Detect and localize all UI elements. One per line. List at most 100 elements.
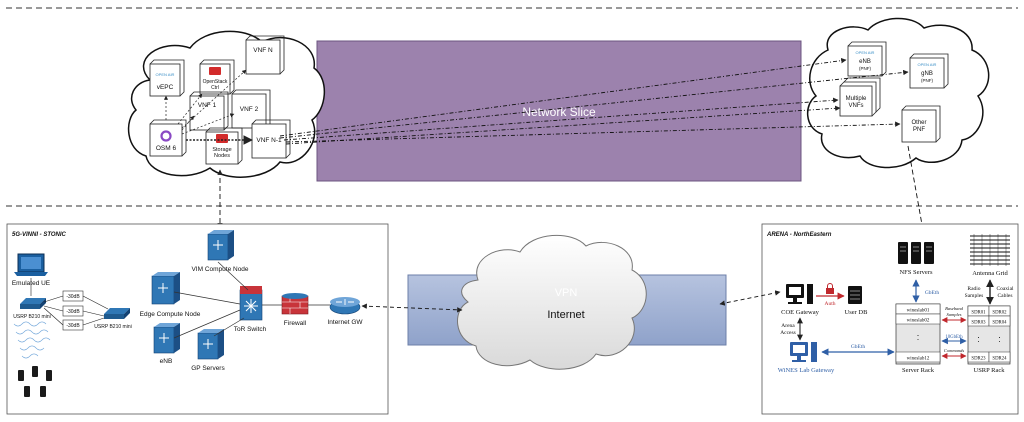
- server-rack-label: Server Rack: [902, 367, 935, 374]
- usrp-rack-label: USRP Rack: [974, 367, 1006, 374]
- firewall-icon: [281, 293, 309, 315]
- vim-compute-label: VIM Compute Node: [191, 266, 248, 273]
- vim-compute-icon: [207, 230, 234, 261]
- multiple-vnfs-label-2: VNFs: [849, 103, 864, 109]
- vepc-logo: OPEN AIR: [156, 72, 175, 77]
- coe-gateway-label: COE Gateway: [781, 309, 819, 316]
- gnb-pnf-label: gNB: [921, 71, 933, 77]
- vnf2-label: VNF 2: [240, 106, 259, 113]
- vnf-n-label: VNF N: [253, 47, 273, 54]
- vnf2-box: [231, 93, 267, 129]
- firewall-label: Firewall: [284, 320, 307, 327]
- vnf-n1-box: [251, 123, 287, 159]
- vnf-n1-label: VNF N-1: [256, 137, 282, 144]
- auth-label: Auth: [825, 301, 836, 307]
- tengbeth-label: 10GbEth: [945, 335, 963, 340]
- antenna-grid-label: Antenna Grid: [972, 270, 1008, 277]
- enb-pnf-sub: (PNF): [859, 66, 871, 71]
- internet-gw-label: Internet GW: [327, 319, 363, 326]
- vnf-n-box: [245, 39, 281, 75]
- vpn-label: VPN: [555, 287, 578, 299]
- vepc-box: [149, 63, 181, 97]
- usrp1-icon: [20, 298, 46, 309]
- stonic-links: [173, 261, 330, 339]
- attenuator-2-label: -30dB: [66, 323, 80, 329]
- enb-pnf-label: eNB: [859, 59, 871, 65]
- sdr-dots-2: :: [998, 334, 1001, 344]
- coaxial-label-1: Coaxial: [996, 286, 1014, 292]
- multiple-vnfs-box: [839, 85, 873, 117]
- storage-icon: [216, 134, 228, 143]
- baseband-label-2: Samples: [947, 312, 962, 317]
- other-pnf-label-1: Other: [911, 120, 926, 126]
- multiple-vnfs-label-1: Multiple: [846, 96, 867, 102]
- rack-row-2: wineslab02: [907, 319, 930, 324]
- rf-links: [30, 278, 109, 326]
- sdr-dots-1: :: [977, 334, 980, 344]
- nfs-servers-label: NFS Servers: [899, 269, 933, 276]
- attenuator-3-label: -30dB: [66, 309, 80, 315]
- top-cloud-links: [163, 69, 253, 145]
- gnb-pnf-box: [909, 57, 945, 89]
- wines-gateway-icon: [790, 342, 817, 362]
- arena-title: ARENA - NorthEastern: [766, 232, 832, 238]
- user-db-label: User DB: [845, 309, 869, 316]
- lock-icon: [826, 283, 834, 294]
- radio-samples-label-2: Samples: [965, 293, 984, 299]
- coaxial-label-2: Cables: [998, 293, 1013, 299]
- rack-row-1: wineslab01: [907, 309, 930, 314]
- usrp1-label: USRP B210 mini: [13, 314, 50, 320]
- internet-label: Internet: [547, 309, 584, 321]
- sdr04: SDR04: [992, 321, 1007, 326]
- osm-box: [149, 123, 183, 157]
- openstack-label-2: Ctrl: [211, 85, 219, 91]
- tor-switch-label: ToR Switch: [234, 326, 267, 333]
- sdr23: SDR23: [971, 357, 986, 362]
- tor-switch-icon: [239, 286, 263, 321]
- emulated-ue-laptop-icon: [14, 253, 48, 276]
- other-pnf-label-2: PNF: [913, 127, 925, 133]
- stonic-title: 5G-VINNI - STONIC: [12, 232, 67, 238]
- baseband-label-1: Baseband: [945, 306, 963, 311]
- usrp2-label: USRP B210 mini: [94, 324, 131, 330]
- vepc-label: vEPC: [157, 84, 174, 91]
- rack-row-3: wineslab12: [907, 357, 930, 362]
- edge-compute-icon: [151, 272, 180, 305]
- enb-pnf-box: [847, 45, 883, 77]
- gbeth-wines-label: GbEth: [851, 344, 866, 350]
- radio-samples-label-1: Radio: [967, 286, 980, 292]
- osm-label: OSM 6: [156, 145, 177, 152]
- right-cloud: [807, 17, 990, 169]
- edge-compute-label: Edge Compute Node: [140, 311, 201, 318]
- enb-label: eNB: [160, 358, 173, 365]
- internet-cloud: [457, 234, 647, 370]
- rack-dots: :: [917, 332, 920, 342]
- sdr02: SDR02: [992, 311, 1007, 316]
- openstack-label-1: OpenStack: [203, 79, 228, 85]
- stonic-panel: [6, 223, 389, 415]
- gp-servers-icon: [197, 329, 224, 360]
- sdr03: SDR03: [971, 321, 986, 326]
- gw-vpn-link: [361, 303, 463, 313]
- phone-icons: [18, 366, 52, 397]
- storage-label-2: Nodes: [214, 153, 230, 159]
- sdr01: SDR01: [971, 311, 986, 316]
- gbeth-nfs-label: GbEth: [925, 290, 940, 296]
- internet-gw-icon: [329, 297, 361, 315]
- enb-icon: [153, 323, 180, 354]
- wines-gateway-label: WiNES Lab Gateway: [778, 367, 835, 374]
- network-slice-label: Network Slice: [522, 105, 596, 119]
- arena-access-label-1: Arena: [781, 323, 795, 329]
- openstack-icon: [209, 67, 221, 75]
- sdr24: SDR24: [992, 357, 1007, 362]
- usrp-rack: [967, 305, 1011, 365]
- server-rack: [895, 303, 941, 365]
- osm-logo-icon: [160, 130, 172, 142]
- slice-connections: [279, 57, 909, 145]
- gnb-pnf-logo: OPEN AIR: [918, 62, 937, 67]
- enb-pnf-logo: OPEN AIR: [856, 50, 875, 55]
- arena-access-label-2: Access: [780, 330, 796, 336]
- nfs-servers-icon: [898, 242, 934, 264]
- coe-gateway-icon: [786, 284, 813, 304]
- other-pnf-box: [901, 109, 937, 143]
